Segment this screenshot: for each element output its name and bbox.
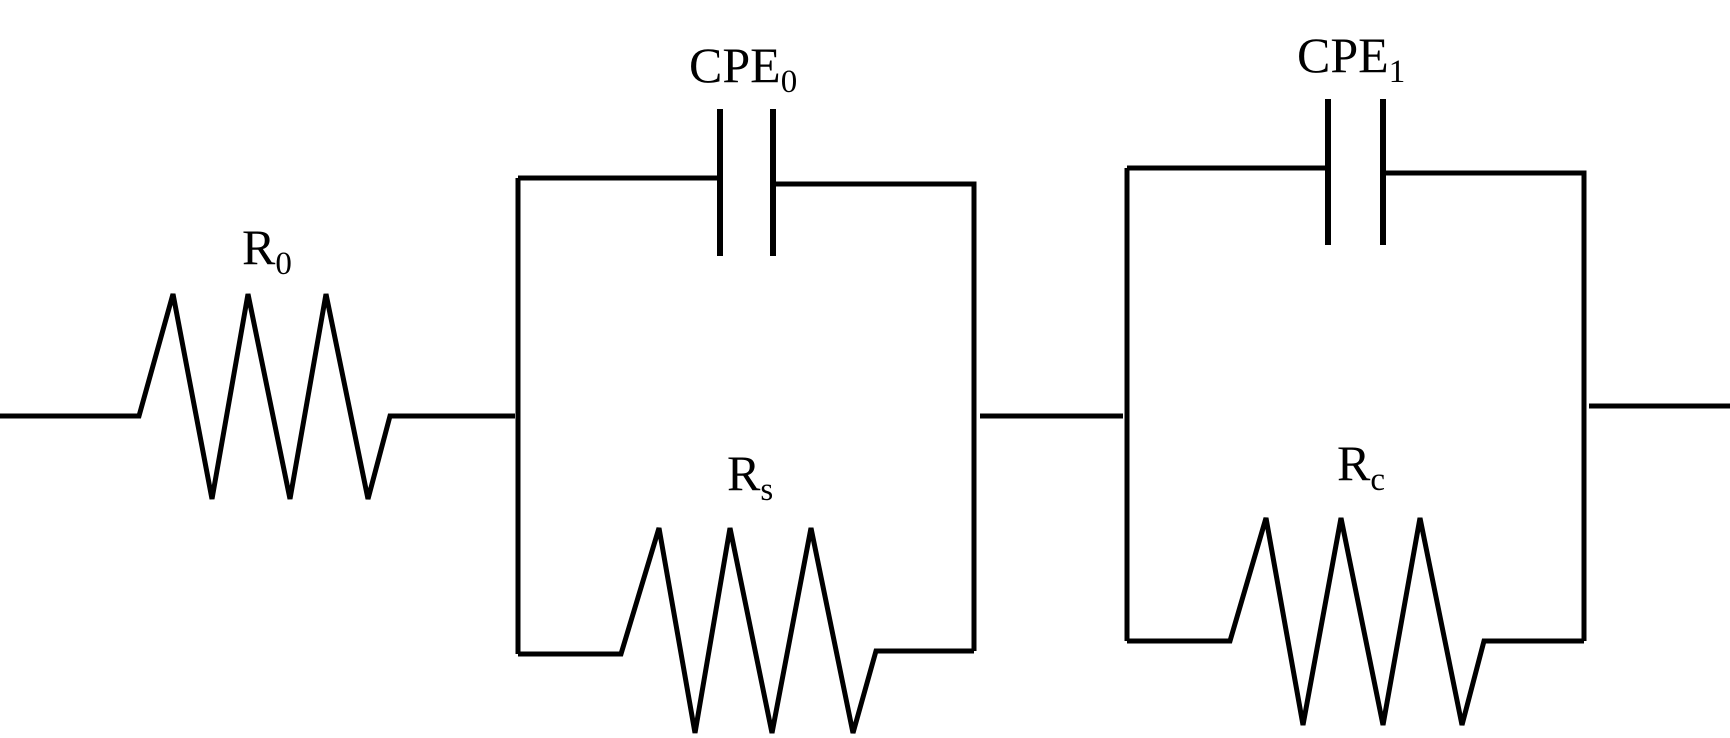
cpe1-label: CPE1 xyxy=(1297,30,1405,89)
rc-resistor xyxy=(1127,517,1584,726)
r0-symbol: R xyxy=(242,219,276,275)
cpe0-label: CPE0 xyxy=(689,40,797,99)
cpe1-symbol: CPE xyxy=(1297,27,1389,83)
r0-label: R0 xyxy=(242,222,292,281)
cpe0-symbol: CPE xyxy=(689,37,781,93)
rs-symbol: R xyxy=(727,445,761,501)
rs-resistor xyxy=(518,527,974,734)
rc-label: Rc xyxy=(1337,438,1385,497)
cpe1-subscript: 1 xyxy=(1388,54,1406,90)
cpe1-right-wire xyxy=(1383,170,1587,641)
rc-subscript: c xyxy=(1370,462,1386,498)
rc-symbol: R xyxy=(1337,435,1371,491)
rs-subscript: s xyxy=(760,472,774,508)
r0-subscript: 0 xyxy=(275,246,292,282)
cpe0-right-wire xyxy=(773,181,977,651)
cpe0-subscript: 0 xyxy=(780,64,798,100)
rs-label: Rs xyxy=(727,448,773,507)
r0-resistor xyxy=(0,293,515,500)
